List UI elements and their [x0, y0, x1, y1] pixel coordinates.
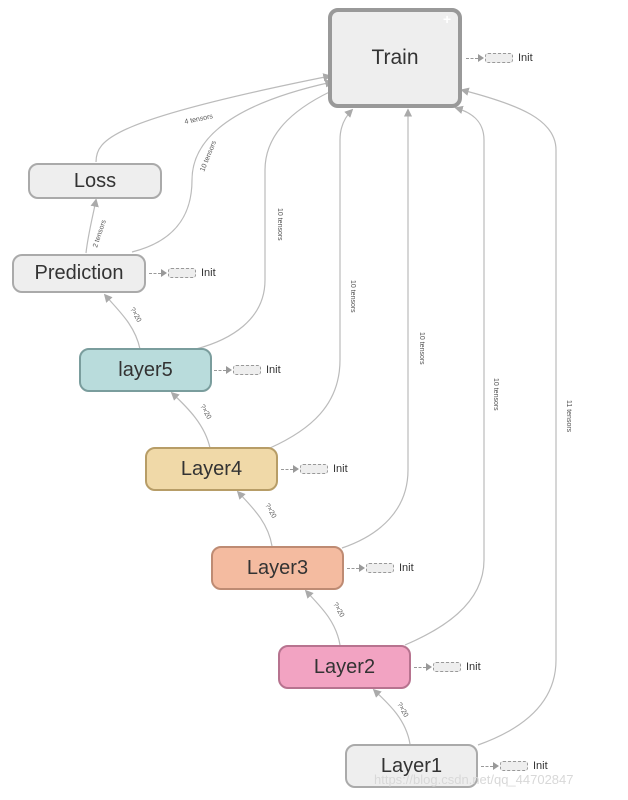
edge-layer2-layer3: [304, 589, 341, 646]
edge-label-layer3-layer4: ?×20: [263, 503, 277, 520]
edge-layer3-train: [341, 108, 413, 549]
init-node-icon: [433, 662, 461, 672]
edge-layer1-layer2: [372, 688, 411, 745]
arrowhead-icon: [293, 465, 299, 473]
dashed-connector-icon: [466, 57, 478, 59]
init-link-layer2[interactable]: Init: [414, 661, 481, 673]
init-node-icon: [500, 761, 528, 771]
dashed-connector-icon: [281, 468, 293, 470]
init-link-layer4[interactable]: Init: [281, 463, 348, 475]
dashed-connector-icon: [414, 666, 426, 668]
edge-layer3-layer4: [236, 490, 273, 547]
init-node-icon: [300, 464, 328, 474]
init-label: Init: [201, 267, 216, 279]
node-layer5[interactable]: layer5: [79, 348, 212, 392]
edge-label-layer4-train: 10 tensors: [349, 280, 356, 313]
init-label: Init: [399, 562, 414, 574]
node-layer4-label: Layer4: [180, 457, 243, 480]
edge-layer4-train: [269, 108, 354, 449]
edge-layer2-train: [404, 105, 485, 646]
edge-label-loss-train: 4 tensors: [184, 113, 214, 126]
edge-layer1-train: [460, 87, 557, 746]
init-label: Init: [466, 661, 481, 673]
edge-label-layer1-layer2: ?×20: [395, 702, 409, 719]
node-prediction[interactable]: Prediction: [12, 254, 146, 293]
edge-label-layer1-train: 11 tensors: [565, 400, 572, 433]
init-label: Init: [533, 760, 548, 772]
edge-label-prediction-train: 10 tensors: [199, 139, 218, 172]
node-loss-label: Loss: [73, 169, 117, 192]
init-label: Init: [518, 52, 533, 64]
edge-layer5-train: [195, 86, 340, 350]
node-layer3-label: Layer3: [246, 556, 309, 579]
node-layer1-label: Layer1: [380, 754, 443, 777]
edge-label-layer5-train: 10 tensors: [276, 208, 283, 241]
node-layer1[interactable]: Layer1: [345, 744, 478, 788]
edge-loss-train: [95, 73, 332, 163]
edge-label-layer4-layer5: ?×20: [198, 404, 212, 421]
edge-label-layer2-train: 10 tensors: [492, 378, 499, 411]
init-node-icon: [233, 365, 261, 375]
arrowhead-icon: [226, 366, 232, 374]
arrowhead-icon: [161, 269, 167, 277]
arrowhead-icon: [493, 762, 499, 770]
arrowhead-icon: [359, 564, 365, 572]
expand-plus-icon[interactable]: +: [443, 11, 452, 27]
init-link-layer3[interactable]: Init: [347, 562, 414, 574]
init-label: Init: [266, 364, 281, 376]
node-layer4[interactable]: Layer4: [145, 447, 278, 491]
init-node-icon: [485, 53, 513, 63]
watermark: https://blog.csdn.net/qq_44702847: [374, 772, 574, 787]
node-layer5-label: layer5: [118, 358, 173, 381]
node-loss[interactable]: Loss: [28, 163, 162, 199]
node-layer2[interactable]: Layer2: [278, 645, 411, 689]
edge-label-layer3-train: 10 tensors: [418, 332, 425, 365]
init-label: Init: [333, 463, 348, 475]
arrowhead-icon: [426, 663, 432, 671]
edge-prediction-train: [131, 79, 334, 253]
node-prediction-label: Prediction: [34, 262, 124, 284]
dashed-connector-icon: [149, 272, 161, 274]
dashed-connector-icon: [214, 369, 226, 371]
edge-label-layer2-layer3: ?×20: [331, 602, 345, 619]
dashed-connector-icon: [481, 765, 493, 767]
node-layer2-label: Layer2: [313, 655, 376, 678]
init-node-icon: [366, 563, 394, 573]
dashed-connector-icon: [347, 567, 359, 569]
init-node-icon: [168, 268, 196, 278]
init-link-prediction[interactable]: Init: [149, 267, 216, 279]
init-link-layer5[interactable]: Init: [214, 364, 281, 376]
init-link-train[interactable]: Init: [466, 52, 533, 64]
edge-layer5-prediction: [103, 293, 141, 350]
node-train-label: Train: [371, 46, 419, 69]
init-link-layer1[interactable]: Init: [481, 760, 548, 772]
edge-layer4-layer5: [170, 391, 211, 449]
node-train[interactable]: Train: [328, 8, 462, 108]
node-layer3[interactable]: Layer3: [211, 546, 344, 590]
edge-label-prediction-loss: 2 tensors: [92, 219, 108, 249]
arrowhead-icon: [478, 54, 484, 62]
edge-prediction-loss: [85, 198, 99, 254]
edge-label-layer5-prediction: ?×20: [128, 307, 142, 324]
